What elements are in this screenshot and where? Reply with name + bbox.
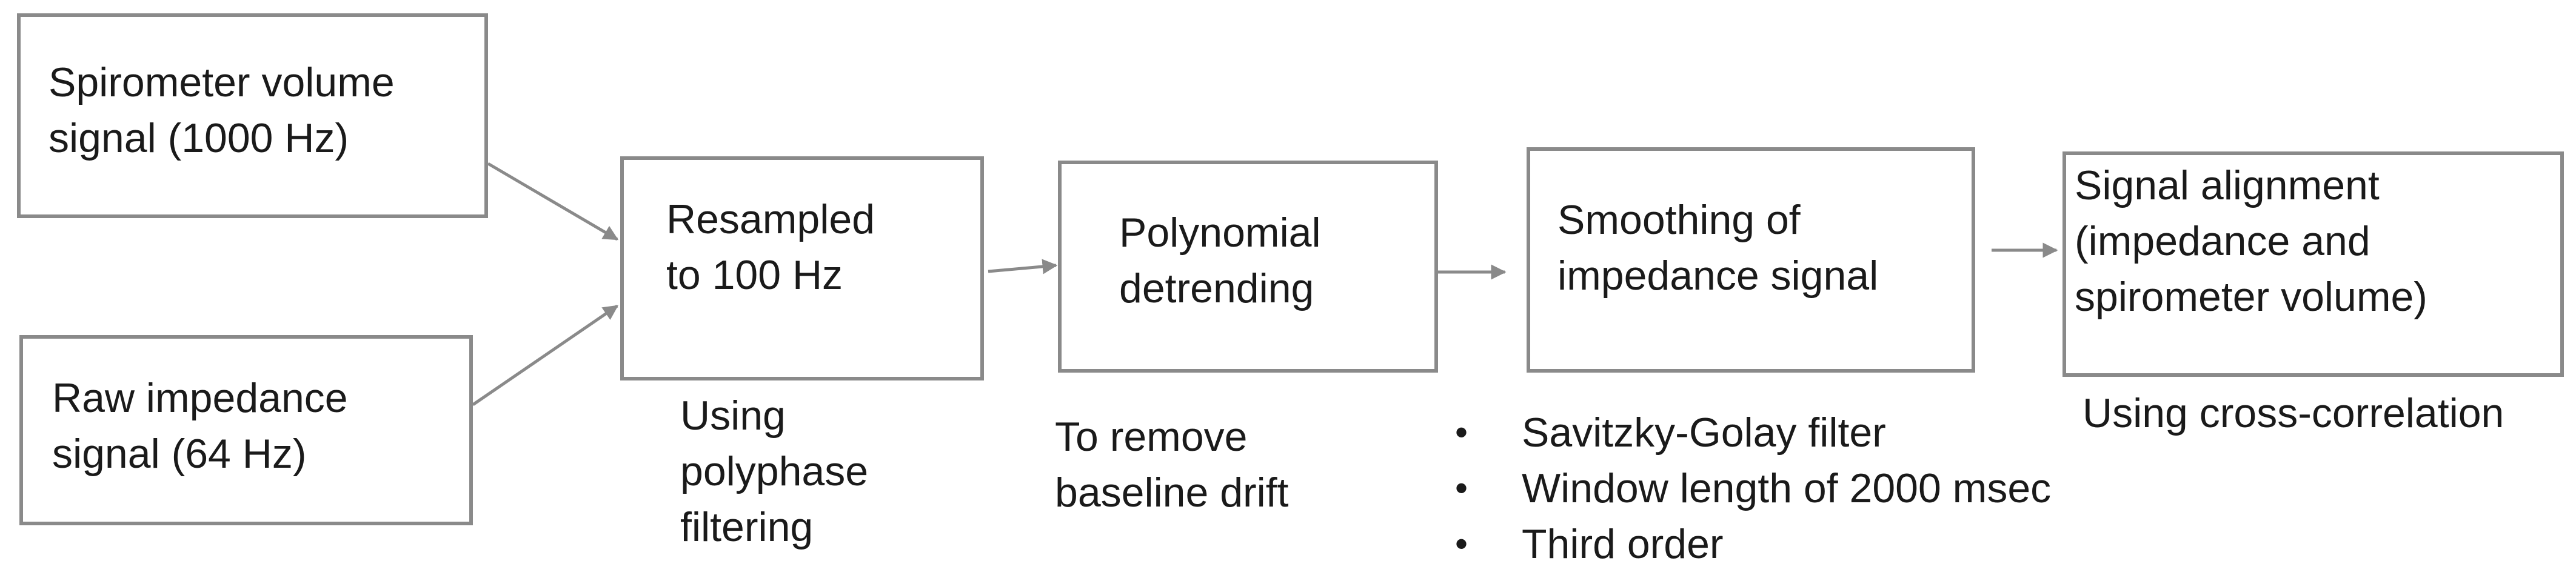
spirometer-box-line-2: signal (1000 Hz) (49, 115, 349, 161)
impedance-box-line-1: Raw impedance (52, 375, 348, 421)
smooth-box: Smoothing of impedance signal (1527, 147, 1975, 373)
bullet-icon: • (1455, 523, 1468, 564)
bullet-icon: • (1455, 468, 1468, 508)
smooth-note-item: • Window length of 2000 msec (1455, 460, 2051, 516)
align-note: Using cross-correlation (2083, 385, 2504, 441)
align-note-line-1: Using cross-correlation (2083, 390, 2504, 436)
detrend-box-line-1: Polynomial (1119, 210, 1321, 256)
smooth-note-item: • Savitzky-Golay filter (1455, 405, 2051, 460)
smooth-box-line-1: Smoothing of (1557, 197, 1801, 243)
resample-note: Using polyphase filtering (680, 388, 868, 555)
align-box-line-1: Signal alignment (2075, 162, 2380, 208)
align-box-line-2: (impedance and (2075, 218, 2370, 264)
resample-note-line-3: filtering (680, 504, 814, 550)
detrend-box: Polynomial detrending (1058, 161, 1438, 373)
arrow-spirometer-to-resample (487, 162, 619, 241)
arrow-resample-to-detrend (988, 259, 1058, 274)
smooth-note-text: Savitzky-Golay filter (1522, 410, 1886, 456)
align-box: Signal alignment (impedance and spiromet… (2062, 151, 2564, 377)
detrend-note-line-1: To remove (1055, 414, 1248, 460)
align-box-line-3: spirometer volume) (2075, 274, 2427, 320)
impedance-box-line-2: signal (64 Hz) (52, 431, 307, 477)
bullet-icon: • (1455, 412, 1468, 453)
detrend-note: To remove baseline drift (1055, 409, 1289, 520)
spirometer-box-line-1: Spirometer volume (49, 59, 395, 105)
resample-box: Resampled to 100 Hz (620, 156, 984, 380)
arrow-impedance-to-resample (472, 304, 619, 407)
smooth-note-text: Window length of 2000 msec (1522, 465, 2052, 511)
resample-box-line-1: Resampled (666, 196, 875, 242)
smooth-box-line-2: impedance signal (1557, 253, 1879, 299)
smooth-note-text: Third order (1522, 521, 1724, 567)
spirometer-signal-box: Spirometer volume signal (1000 Hz) (17, 13, 488, 218)
resample-note-line-1: Using (680, 393, 786, 439)
smooth-note-item: • Third order (1455, 516, 2051, 572)
smooth-note-list: • Savitzky-Golay filter • Window length … (1455, 405, 2051, 572)
detrend-note-line-2: baseline drift (1055, 470, 1289, 516)
detrend-box-line-2: detrending (1119, 265, 1314, 311)
impedance-signal-box: Raw impedance signal (64 Hz) (19, 335, 473, 525)
resample-box-line-2: to 100 Hz (666, 252, 843, 298)
resample-note-line-2: polyphase (680, 448, 869, 494)
